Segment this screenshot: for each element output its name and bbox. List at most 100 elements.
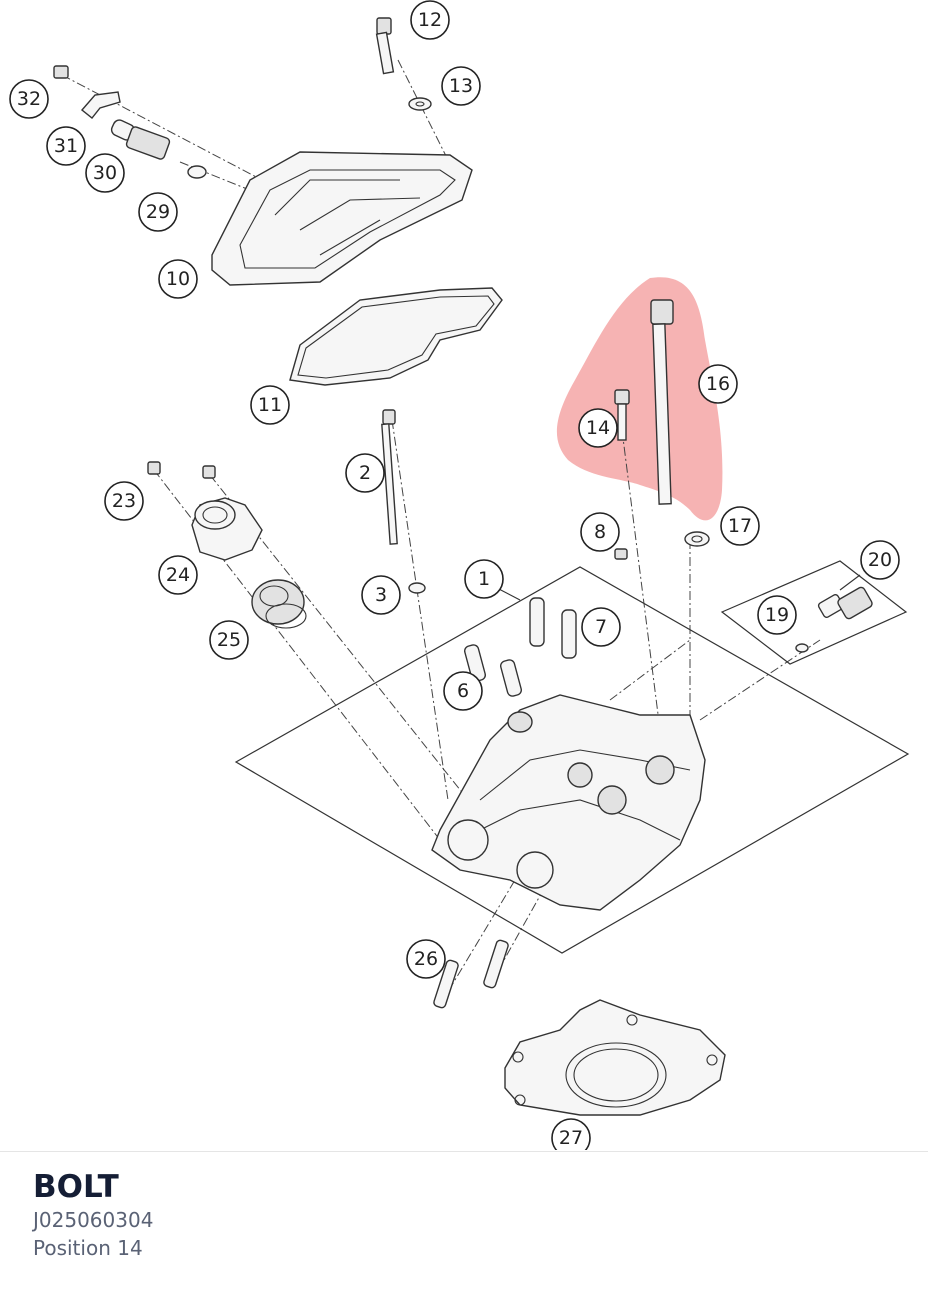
- part-24-housing[interactable]: [191, 497, 263, 561]
- part-position: Position 14: [33, 1236, 143, 1260]
- callout-circle[interactable]: [158, 555, 198, 595]
- callout-27[interactable]: 27: [551, 1118, 591, 1150]
- part-17-washer[interactable]: [684, 531, 710, 547]
- callout-number: 17: [728, 515, 752, 537]
- part-8-nut[interactable]: [614, 548, 628, 560]
- callout-16[interactable]: 16: [698, 364, 738, 404]
- part-23-bolts[interactable]: [147, 461, 216, 479]
- callout-number: 11: [258, 394, 282, 416]
- callout-number: 32: [17, 88, 41, 110]
- callout-8[interactable]: 8: [580, 512, 620, 552]
- part-10-valve-cover[interactable]: [211, 151, 473, 286]
- callout-number: 19: [765, 604, 789, 626]
- callout-circle[interactable]: [757, 595, 797, 635]
- callout-circle[interactable]: [209, 620, 249, 660]
- callout-30[interactable]: 30: [85, 153, 125, 193]
- callout-number: 29: [146, 201, 170, 223]
- callout-circle[interactable]: [698, 364, 738, 404]
- callout-circle[interactable]: [860, 540, 900, 580]
- callout-26[interactable]: 26: [406, 939, 446, 979]
- callout-circle[interactable]: [551, 1118, 591, 1150]
- callout-number: 16: [706, 373, 730, 395]
- callout-number: 23: [112, 490, 136, 512]
- part-14-bolt[interactable]: [614, 389, 630, 441]
- callout-23[interactable]: 23: [104, 481, 144, 521]
- callout-circle[interactable]: [580, 512, 620, 552]
- part-16-long-bolt[interactable]: [650, 299, 674, 505]
- callout-number: 24: [166, 564, 190, 586]
- callout-circle[interactable]: [104, 481, 144, 521]
- callout-32[interactable]: 32: [9, 79, 49, 119]
- callout-circle[interactable]: [250, 385, 290, 425]
- callout-circle[interactable]: [581, 607, 621, 647]
- callout-circle[interactable]: [361, 575, 401, 615]
- callout-number: 6: [457, 680, 469, 702]
- part-27-head-gasket[interactable]: [504, 999, 726, 1116]
- callout-12[interactable]: 12: [410, 0, 450, 40]
- callout-number: 3: [375, 584, 387, 606]
- exploded-parts-diagram[interactable]: 1236781011121314161719202324252627293031…: [0, 0, 928, 1150]
- selected-part-highlight[interactable]: [556, 277, 723, 521]
- part-19-20-sensor[interactable]: [720, 560, 908, 665]
- callout-number: 30: [93, 162, 117, 184]
- callout-circle[interactable]: [158, 259, 198, 299]
- callout-circle[interactable]: [441, 66, 481, 106]
- callout-circle[interactable]: [578, 408, 618, 448]
- callout-number: 25: [217, 629, 241, 651]
- callout-circle[interactable]: [46, 126, 86, 166]
- callout-3[interactable]: 3: [361, 575, 401, 615]
- part-2-long-bolt[interactable]: [381, 409, 398, 545]
- callout-1[interactable]: 1: [464, 559, 504, 599]
- part-6-valve-guides[interactable]: [464, 644, 523, 697]
- callout-number: 1: [478, 568, 490, 590]
- callout-circle[interactable]: [443, 671, 483, 711]
- callout-13[interactable]: 13: [441, 66, 481, 106]
- part-26-dowels[interactable]: [433, 939, 509, 1009]
- callout-11[interactable]: 11: [250, 385, 290, 425]
- callout-circle[interactable]: [85, 153, 125, 193]
- callout-number: 20: [868, 549, 892, 571]
- part-number: J025060304: [33, 1208, 154, 1232]
- part-info-panel: BOLT J025060304 Position 14: [33, 1168, 153, 1262]
- callout-number: 10: [166, 268, 190, 290]
- callout-circle[interactable]: [720, 506, 760, 546]
- callout-number: 8: [594, 521, 606, 543]
- part-32-bolt[interactable]: [53, 65, 121, 119]
- leader-lines: [496, 574, 861, 601]
- callout-circle[interactable]: [410, 0, 450, 40]
- callout-number: 14: [586, 417, 610, 439]
- callout-6[interactable]: 6: [443, 671, 483, 711]
- callout-24[interactable]: 24: [158, 555, 198, 595]
- part-25-thermostat[interactable]: [251, 579, 307, 629]
- part-3-washer[interactable]: [408, 582, 426, 594]
- callout-7[interactable]: 7: [581, 607, 621, 647]
- callout-circle[interactable]: [464, 559, 504, 599]
- callout-25[interactable]: 25: [209, 620, 249, 660]
- part-12-bolt[interactable]: [375, 17, 395, 75]
- part-1-cylinder-head[interactable]: [234, 566, 910, 954]
- part-11-gasket[interactable]: [289, 287, 503, 386]
- callout-number: 7: [595, 616, 607, 638]
- callout-circle[interactable]: [138, 192, 178, 232]
- callout-labels: 1236781011121314161719202324252627293031…: [9, 0, 900, 1150]
- callout-2[interactable]: 2: [345, 453, 385, 493]
- callout-31[interactable]: 31: [46, 126, 86, 166]
- callout-19[interactable]: 19: [757, 595, 797, 635]
- callout-number: 31: [54, 135, 78, 157]
- callout-circle[interactable]: [345, 453, 385, 493]
- part-7-valve-guides[interactable]: [529, 597, 577, 659]
- callout-circle[interactable]: [406, 939, 446, 979]
- part-30-31-valve[interactable]: [110, 118, 207, 179]
- callout-17[interactable]: 17: [720, 506, 760, 546]
- callout-number: 26: [414, 948, 438, 970]
- callout-29[interactable]: 29: [138, 192, 178, 232]
- callout-14[interactable]: 14: [578, 408, 618, 448]
- callout-20[interactable]: 20: [860, 540, 900, 580]
- callout-10[interactable]: 10: [158, 259, 198, 299]
- callout-number: 2: [359, 462, 371, 484]
- callout-circle[interactable]: [9, 79, 49, 119]
- divider: [0, 1151, 928, 1152]
- part-name: BOLT: [33, 1169, 119, 1205]
- part-13-washer[interactable]: [408, 97, 432, 111]
- callout-number: 12: [418, 9, 442, 31]
